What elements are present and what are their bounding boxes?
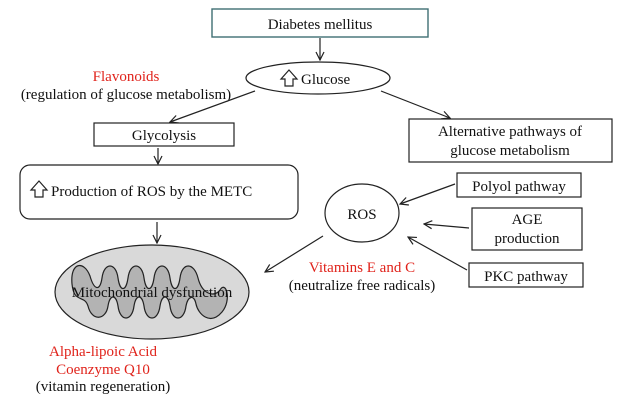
coq10-label: Coenzyme Q10 bbox=[56, 362, 150, 378]
ros-node: ROS bbox=[324, 183, 400, 243]
mitochondrial-dysfunction-label: Mitochondrial dysfunction bbox=[72, 285, 233, 301]
flavonoids-note: (regulation of glucose metabolism) bbox=[21, 87, 231, 103]
diabetes-node: Diabetes mellitus bbox=[211, 8, 429, 38]
age-label-1: AGE bbox=[512, 212, 543, 228]
vitamins-label: Vitamins E and C bbox=[309, 260, 415, 276]
glucose-label: Glucose bbox=[301, 72, 350, 88]
polyol-pathway-label: Polyol pathway bbox=[472, 179, 566, 195]
alternative-pathways-label-1: Alternative pathways of bbox=[438, 124, 582, 140]
ros-production-label: Production of ROS by the METC bbox=[51, 184, 252, 200]
vitamin-regeneration-note: (vitamin regeneration) bbox=[36, 379, 171, 395]
age-label-2: production bbox=[495, 231, 560, 247]
ros-production-node: Production of ROS by the METC bbox=[19, 164, 299, 220]
pkc-pathway-node: PKC pathway bbox=[468, 262, 584, 288]
alpha-lipoic-label: Alpha-lipoic Acid bbox=[49, 344, 157, 360]
vitamins-note: (neutralize free radicals) bbox=[289, 278, 436, 294]
pkc-pathway-label: PKC pathway bbox=[484, 269, 568, 285]
arrow-glucose-alternative bbox=[380, 90, 450, 118]
glycolysis-label: Glycolysis bbox=[132, 128, 196, 144]
alternative-pathways-node: Alternative pathways of glucose metaboli… bbox=[408, 118, 613, 163]
flavonoids-label: Flavonoids bbox=[93, 69, 160, 85]
arrow-ros-mito bbox=[265, 235, 324, 272]
arrow-age-ros bbox=[424, 224, 470, 228]
mitochondria-node: Mitochondrial dysfunction bbox=[54, 244, 250, 340]
increase-icon bbox=[279, 69, 299, 87]
mitochondria-cristae bbox=[71, 265, 228, 319]
arrow-polyol-ros bbox=[400, 183, 456, 204]
glycolysis-node: Glycolysis bbox=[93, 122, 235, 147]
diabetes-label: Diabetes mellitus bbox=[268, 17, 373, 33]
increase-icon bbox=[29, 180, 49, 198]
age-production-node: AGE production bbox=[471, 207, 583, 251]
ros-label: ROS bbox=[347, 207, 376, 223]
arrow-pkc-ros bbox=[408, 237, 468, 271]
polyol-pathway-node: Polyol pathway bbox=[456, 172, 582, 198]
glucose-node: Glucose bbox=[245, 61, 391, 95]
alternative-pathways-label-2: glucose metabolism bbox=[450, 143, 570, 159]
arrow-glucose-glycolysis bbox=[170, 90, 256, 122]
